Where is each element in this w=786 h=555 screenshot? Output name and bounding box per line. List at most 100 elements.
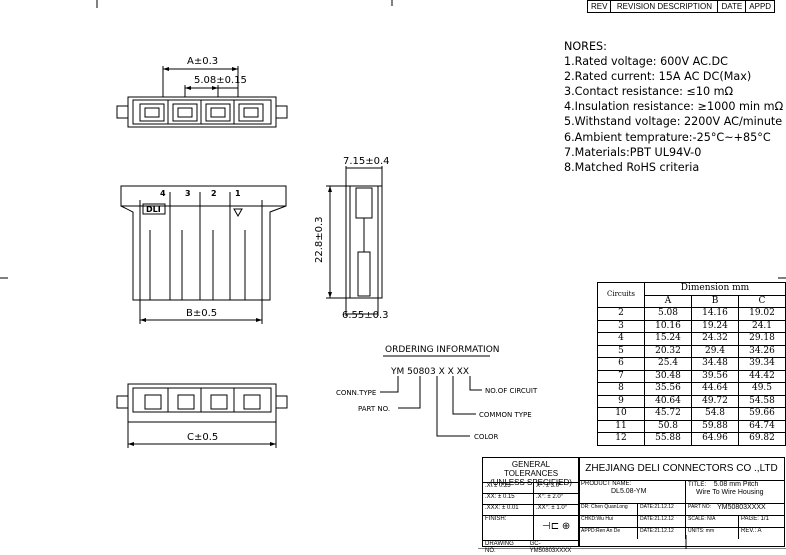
note-item: 7.Materials:PBT UL94V-0 [564, 145, 702, 159]
dimension-cell: 29.18 [738, 332, 786, 346]
tol-row: .X: ± 0.25 [483, 483, 534, 493]
front-view [120, 185, 287, 324]
col-b: B [691, 294, 739, 308]
tol-row: .XX: ± 0.15 [483, 494, 534, 504]
page: PAGE: 1/1 [741, 516, 769, 522]
circuits-cell: 8 [597, 382, 645, 396]
company-name: ZHEJIANG DELI CONNECTORS CO .,LTD [579, 458, 784, 481]
dimension-cell: 45.72 [644, 407, 692, 421]
dim-b: B±0.5 [186, 308, 217, 319]
approved-by: APPD:Ren An De [579, 528, 638, 539]
title-block: ZHEJIANG DELI CONNECTORS CO .,LTD PRODUC… [578, 457, 785, 547]
dimension-cell: 39.56 [691, 369, 739, 383]
rev: REV.: A [741, 528, 762, 534]
dimension-cell: 20.32 [644, 344, 692, 358]
tol-row: .XXX: ± 0.01 [483, 505, 534, 515]
tolerance-block: GENERAL TOLERANCES (UNLESS SPECIFIED) .X… [482, 457, 580, 554]
circuits-header: Circuits [597, 282, 645, 308]
ordering-leaders [380, 355, 490, 437]
dimension-cell: 59.66 [738, 407, 786, 421]
ordering-conn-type: CONN.TYPE [336, 389, 376, 397]
ordering-no-of-circuit: NO.OF CIRCUIT [485, 387, 538, 395]
circuits-cell: 3 [597, 319, 645, 333]
dimension-cell: 40.64 [644, 394, 692, 408]
circuits-cell: 6 [597, 357, 645, 371]
tolerances-title: GENERAL TOLERANCES (UNLESS SPECIFIED) [483, 458, 579, 487]
units: UNITS: mm [686, 528, 739, 539]
note-item: 4.Insulation resistance: ≥1000 min mΩ [564, 100, 784, 114]
checked-by: CHKD:Wu Hui [579, 516, 638, 527]
dimension-cell: 19.02 [738, 307, 786, 321]
rev-desc-header: REVISION DESCRIPTION [610, 0, 719, 13]
dimension-cell: 50.8 [644, 419, 692, 433]
dim-a: A±0.3 [187, 56, 218, 67]
rev-date-header: DATE [717, 0, 747, 13]
rev-appd-header: APPD [745, 0, 776, 13]
projection-symbol-icon: ⊣⊏ ⊕ [542, 521, 571, 532]
col-a: A [644, 294, 692, 308]
dimension-title: Dimension mm [644, 282, 786, 296]
approved-date: DATE:21.12.12 [638, 528, 686, 539]
circuits-cell: 11 [597, 419, 645, 433]
col-c: C [738, 294, 786, 308]
dimension-cell: 39.34 [738, 357, 786, 371]
pin-mark-3: 3 [185, 189, 191, 198]
checked-date: DATE:21.12.12 [638, 516, 686, 527]
dimension-cell: 59.88 [691, 419, 739, 433]
note-item: 8.Matched RoHS criteria [564, 160, 700, 174]
ordering-color: COLOR [474, 433, 499, 441]
pin-mark-1: 1 [235, 189, 241, 198]
dim-bottom: 6.55±0.3 [342, 310, 389, 321]
dimension-cell: 34.26 [738, 344, 786, 358]
circuits-cell: 10 [597, 407, 645, 421]
title-line2: Wire To Wire Housing [696, 489, 764, 496]
dimension-cell: 55.88 [644, 432, 692, 446]
dimension-cell: 24.1 [738, 319, 786, 333]
rev-header: REV [586, 0, 612, 13]
dimension-cell: 19.24 [691, 319, 739, 333]
logo-mark: DLI [146, 205, 161, 214]
dim-depth: 7.15±0.4 [343, 156, 390, 167]
dimension-cell: 10.16 [644, 319, 692, 333]
product-name-label: PRODUCT NAME: [581, 481, 632, 487]
dimension-cell: 24.32 [691, 332, 739, 346]
dim-height: 22.8±0.3 [314, 216, 325, 263]
dimension-cell: 69.82 [738, 432, 786, 446]
drawn-by: DR: Chen QuanLong [579, 504, 638, 515]
drawn-date: DATE:21.12.12 [638, 504, 686, 515]
dimension-cell: 29.4 [691, 344, 739, 358]
pin-mark-4: 4 [160, 189, 166, 198]
bottom-view [116, 383, 288, 448]
title-label: TITLE: [688, 482, 707, 488]
dimension-cell: 34.48 [691, 357, 739, 371]
circuits-cell: 4 [597, 332, 645, 346]
circuits-cell: 7 [597, 369, 645, 383]
drawing-no-label: DRAWING NO: [485, 541, 514, 554]
circuits-cell: 12 [597, 432, 645, 446]
tol-row: .X°: ± 2.0° [536, 494, 564, 500]
pin-mark-2: 2 [211, 189, 217, 198]
dimension-cell: 49.72 [691, 394, 739, 408]
tol-row: .XX°: ± 1.0° [536, 505, 568, 511]
dimension-cell: 49.5 [738, 382, 786, 396]
dimension-cell: 35.56 [644, 382, 692, 396]
dimension-cell: 44.42 [738, 369, 786, 383]
dimension-cell: 64.74 [738, 419, 786, 433]
tol-row: X°: ± 3.0° [536, 483, 562, 489]
dimension-cell: 25.4 [644, 357, 692, 371]
side-view [326, 166, 383, 316]
finish-label: FINISH: [483, 516, 534, 540]
dimension-cell: 5.08 [644, 307, 692, 321]
ordering-code: YM 50803 X X XX [390, 367, 469, 377]
scale: SCALE: N/A [686, 516, 739, 527]
circuits-cell: 5 [597, 344, 645, 358]
